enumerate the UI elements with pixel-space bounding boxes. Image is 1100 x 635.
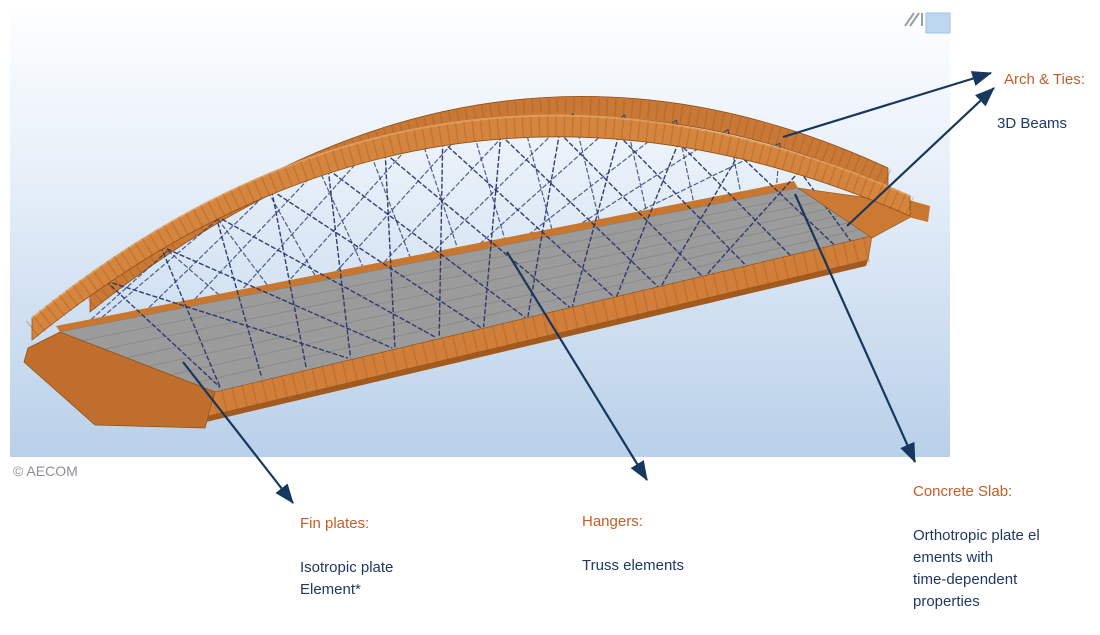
label-hangers-title: Hangers: bbox=[582, 511, 732, 533]
copyright-text: © AECOM bbox=[13, 463, 78, 479]
label-fin-plates-desc: Isotropic plate Element* bbox=[300, 557, 440, 601]
label-fin-plates-title: Fin plates: bbox=[300, 513, 440, 535]
label-concrete-slab-desc: Orthotropic plate el ements with time-de… bbox=[913, 525, 1098, 613]
label-concrete-slab: Concrete Slab: Orthotropic plate el emen… bbox=[913, 459, 1098, 635]
label-arch-ties-desc: 3D Beams bbox=[997, 113, 1100, 135]
label-hangers: Hangers: Truss elements bbox=[582, 489, 732, 599]
label-hangers-desc: Truss elements bbox=[582, 555, 732, 577]
label-arch-ties-title: Arch & Ties: bbox=[997, 69, 1100, 91]
annotated-bridge-figure: Arch & Ties: 3D Beams Fin plates: Isotro… bbox=[0, 0, 1100, 570]
label-concrete-slab-title: Concrete Slab: bbox=[913, 481, 1098, 503]
label-arch-ties: Arch & Ties: 3D Beams bbox=[997, 47, 1100, 157]
label-fin-plates: Fin plates: Isotropic plate Element* bbox=[300, 491, 440, 623]
viewport-corner-box bbox=[926, 13, 950, 33]
